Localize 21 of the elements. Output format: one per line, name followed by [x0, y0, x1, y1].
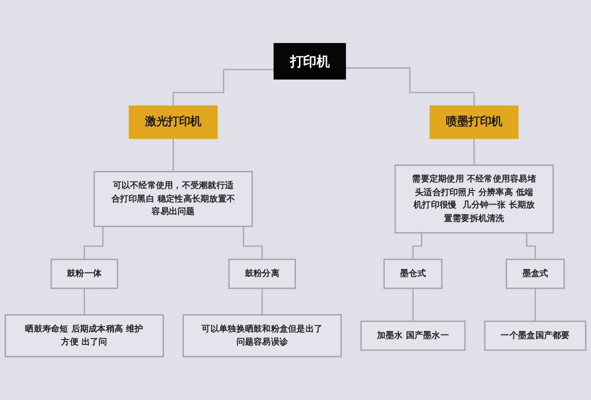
node-box: 需要定期使用 不经常使用容易堵头适合打印照片 分辨率高 低端机打印很慢 几分钟一张 长期放置需要拆机清洗: [394, 164, 554, 234]
node-box: 激光打印机: [128, 105, 218, 139]
node-box: 墨仓式: [383, 258, 442, 289]
node-box: 可以单独换晒鼓和粉盒但是出了问题容易误诊: [182, 314, 342, 358]
connector: [534, 288, 536, 322]
connector: [84, 288, 85, 316]
node-box: 加墨水 国产墨水一: [360, 320, 466, 351]
connector: [261, 288, 263, 316]
node-box: 一个墨盒国产都要: [484, 320, 586, 351]
node-box: 晒鼓寿命短 后期成本稍高 维护方便 出了问: [4, 314, 164, 358]
node-box: 打印机: [274, 43, 346, 80]
node-box: 鼓粉一体: [50, 258, 118, 289]
connector: [473, 138, 475, 166]
node-box: 喷墨打印机: [430, 105, 519, 139]
node-box: 可以不经常使用，不受潮就行适合打印黑白 稳定性高长期放置不容易出问题: [94, 170, 253, 228]
connector: [172, 68, 274, 106]
node-box: 鼓粉分离: [228, 258, 296, 289]
connector: [346, 67, 475, 106]
node-box: 墨盒式: [506, 258, 565, 289]
connector: [412, 288, 414, 322]
connector: [172, 138, 174, 172]
